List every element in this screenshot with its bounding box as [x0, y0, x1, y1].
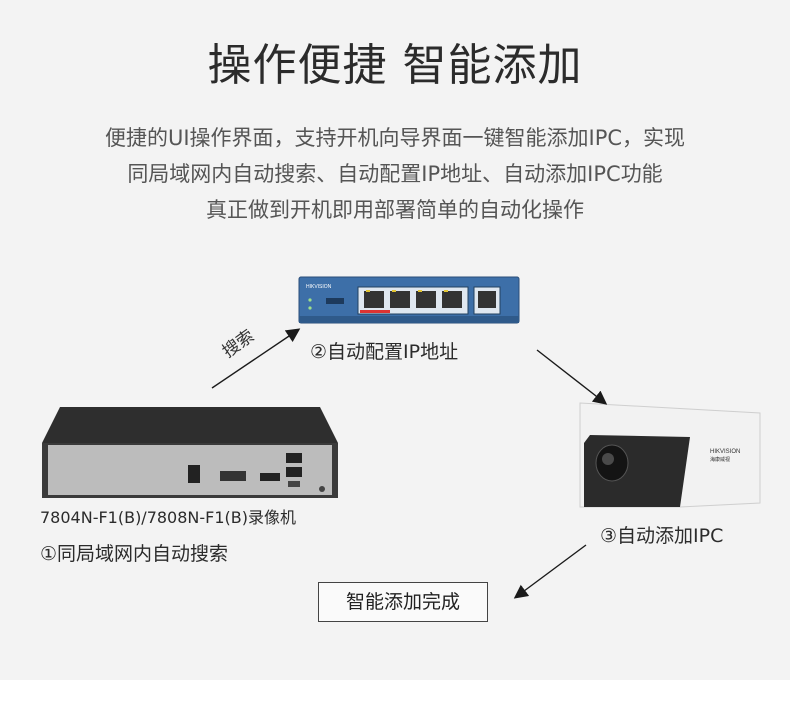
- background-stage: [0, 0, 790, 680]
- description-line-2: 同局域网内自动搜索、自动配置IP地址、自动添加IPC功能: [127, 162, 663, 186]
- camera-brand-cn-text: 海康威视: [710, 456, 730, 463]
- arrow-search-to-switch: [211, 328, 301, 389]
- ip-camera: HIKVISION 海康威视: [579, 402, 761, 508]
- page-title: 操作便捷 智能添加: [207, 40, 583, 91]
- switch-brand-text: HIKVISION: [306, 284, 332, 290]
- network-switch: HIKVISION: [298, 276, 520, 324]
- nvr-model-label: 7804N-F1(B)/7808N-F1(B)录像机: [40, 508, 297, 527]
- step1-label: ①同局域网内自动搜索: [40, 543, 229, 565]
- step3-label: ③自动添加IPC: [600, 525, 724, 547]
- description-line-3: 真正做到开机即用部署简单的自动化操作: [206, 198, 584, 222]
- step2-label: ②自动配置IP地址: [310, 341, 459, 363]
- nvr-device: [42, 407, 338, 498]
- camera-brand-text: HIKVISION: [710, 449, 740, 455]
- description: 便捷的UI操作界面，支持开机向导界面一键智能添加IPC，实现 同局域网内自动搜索…: [20, 120, 770, 228]
- arrow-camera-to-done: [513, 544, 587, 599]
- description-line-1: 便捷的UI操作界面，支持开机向导界面一键智能添加IPC，实现: [104, 126, 686, 150]
- arrow-switch-to-camera: [536, 349, 608, 405]
- done-box: 智能添加完成: [318, 582, 488, 622]
- bottom-strip: [0, 680, 790, 705]
